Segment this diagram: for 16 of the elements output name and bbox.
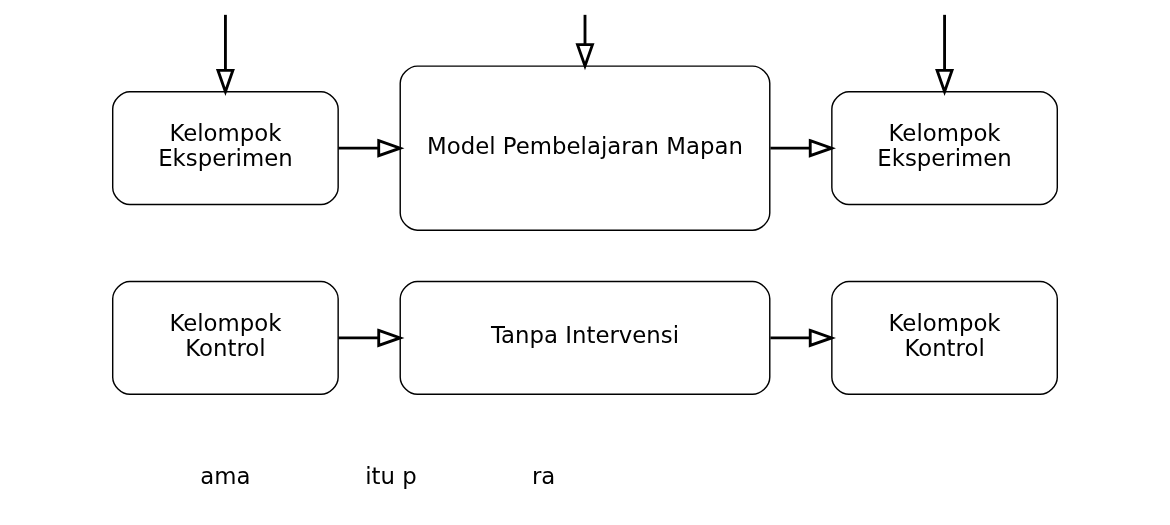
arrow — [338, 328, 405, 348]
label: ra — [531, 462, 556, 489]
node-box: Tanpa Intervensi — [399, 280, 771, 395]
node-box: Kelompok Eksperimen — [831, 91, 1058, 206]
arrow — [935, 14, 955, 97]
arrow — [770, 138, 836, 158]
arrow — [575, 14, 595, 71]
node-box: Kelompok Kontrol — [112, 280, 339, 395]
node-box: Model Pembelajaran Mapan — [399, 65, 771, 231]
node-box: Kelompok Eksperimen — [112, 91, 339, 206]
arrow — [338, 138, 405, 158]
arrow — [215, 14, 235, 97]
label: itu p — [365, 462, 417, 489]
arrow — [770, 328, 836, 348]
node-box: Kelompok Kontrol — [831, 280, 1058, 395]
label: ama — [200, 462, 251, 489]
